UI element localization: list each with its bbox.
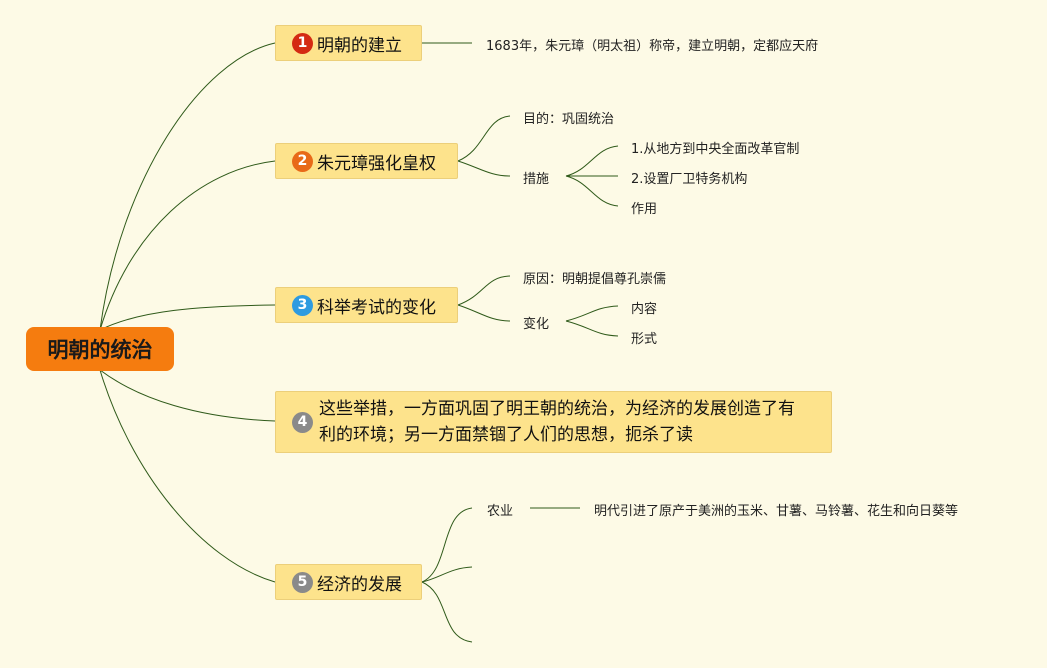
topic-1-label: 明朝的建立: [317, 35, 402, 56]
link-change-c2: [565, 320, 619, 337]
link-change-c1: [565, 305, 619, 322]
topic-5-label: 经济的发展: [317, 574, 402, 595]
topic-2-purpose[interactable]: 目的：巩固统治: [523, 112, 615, 127]
number-badge-icon: 3: [292, 294, 313, 316]
link-root-topic3: [99, 304, 276, 331]
topic-5-agriculture[interactable]: 农业: [487, 504, 514, 519]
topic-2-label: 朱元璋强化皇权: [317, 153, 436, 174]
number-badge-icon: 5: [292, 571, 313, 593]
link-topic3-reason: [457, 275, 511, 306]
link-topic5-agri: [421, 507, 473, 583]
link-root-topic1: [99, 42, 276, 331]
change-form[interactable]: 形式: [631, 332, 658, 347]
number-badge-icon: 4: [292, 411, 313, 433]
topic-5[interactable]: 5 经济的发展: [275, 564, 422, 600]
link-root-topic4: [99, 369, 276, 422]
link-topic5-empty2: [421, 581, 473, 643]
topic-2-measures[interactable]: 措施: [523, 172, 550, 187]
topic-3-change[interactable]: 变化: [523, 317, 550, 332]
link-measures-m1: [565, 145, 619, 177]
number-badge-icon: 1: [292, 32, 313, 54]
change-content[interactable]: 内容: [631, 302, 658, 317]
link-measures-m3: [565, 175, 619, 207]
link-topic5-empty1: [421, 566, 473, 583]
topic-3-reason[interactable]: 原因：明朝提倡尊孔崇儒: [523, 272, 667, 287]
link-root-topic2: [99, 160, 276, 331]
measure-2[interactable]: 2.设置厂卫特务机构: [631, 172, 748, 187]
measure-1[interactable]: 1.从地方到中央全面改革官制: [631, 142, 800, 157]
topic-4-label: 这些举措，一方面巩固了明王朝的统治，为经济的发展创造了有利的环境；另一方面禁锢了…: [319, 399, 795, 445]
link-topic2-purpose: [457, 115, 511, 162]
link-root-topic5: [99, 369, 276, 583]
root-label: 明朝的统治: [47, 338, 153, 362]
root-topic[interactable]: 明朝的统治: [26, 327, 174, 371]
measure-3[interactable]: 作用: [631, 202, 658, 217]
topic-1[interactable]: 1 明朝的建立: [275, 25, 422, 61]
topic-2[interactable]: 2 朱元璋强化皇权: [275, 143, 458, 179]
agriculture-detail[interactable]: 明代引进了原产于美洲的玉米、甘薯、马铃薯、花生和向日葵等: [594, 504, 959, 519]
topic-3-label: 科举考试的变化: [317, 297, 436, 318]
link-topic2-measures: [457, 160, 511, 177]
topic-3[interactable]: 3 科举考试的变化: [275, 287, 458, 323]
topic-1-detail[interactable]: 1683年，朱元璋（明太祖）称帝，建立明朝，定都应天府: [486, 39, 819, 54]
topic-4[interactable]: 4 这些举措，一方面巩固了明王朝的统治，为经济的发展创造了有利的环境；另一方面禁…: [275, 391, 832, 453]
number-badge-icon: 2: [292, 150, 313, 172]
link-topic3-change: [457, 304, 511, 322]
